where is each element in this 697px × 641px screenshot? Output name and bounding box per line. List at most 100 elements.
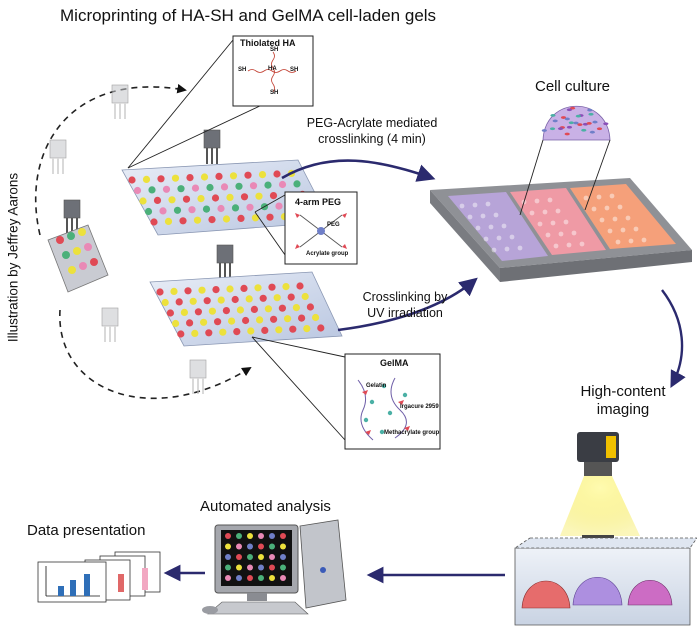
dispenser-icon	[63, 199, 81, 234]
cell	[541, 129, 547, 132]
culture-well	[547, 197, 553, 203]
screen-spot	[280, 554, 286, 560]
culture-well	[633, 226, 639, 232]
cell	[560, 116, 567, 119]
gel-spot	[231, 204, 240, 212]
gel-spot	[226, 285, 234, 293]
screen-spot	[247, 575, 253, 581]
gel-spot	[191, 329, 199, 337]
screen-spot	[225, 533, 231, 539]
cell	[577, 123, 583, 127]
gel-spot	[268, 283, 276, 291]
gel-spot	[186, 319, 194, 327]
screen-spot	[247, 554, 253, 560]
four-arm-peg-title: 4-arm PEG	[295, 197, 342, 207]
gel-spot	[206, 183, 214, 192]
gel-spot	[289, 325, 297, 333]
data-presentation-label: Data presentation	[27, 522, 146, 539]
gel-spot	[317, 324, 325, 332]
thiolated-ha-inset	[232, 35, 314, 107]
culture-well	[553, 243, 559, 249]
cell	[552, 119, 558, 123]
gel-spot	[150, 218, 158, 226]
screen-spot	[269, 554, 275, 560]
gel-spot	[133, 186, 142, 195]
gel-spot	[172, 319, 180, 328]
source-well	[78, 228, 86, 236]
gel-spot	[287, 293, 295, 301]
gel-spot	[157, 175, 165, 183]
culture-well	[625, 215, 631, 221]
cell	[550, 114, 556, 117]
culture-well	[612, 216, 618, 222]
gel-spot	[240, 193, 249, 201]
gel-spot	[208, 216, 216, 224]
screen-spot	[225, 564, 231, 571]
gel-spot	[197, 195, 205, 203]
gel-spot	[261, 326, 269, 334]
screen-spot	[236, 533, 242, 539]
gel-spot	[202, 205, 211, 213]
cell	[586, 121, 592, 125]
gel-spot	[186, 174, 194, 182]
screen-spot	[269, 543, 275, 550]
ha-sh-right: SH	[290, 67, 299, 73]
culture-well	[599, 217, 605, 223]
culture-well	[509, 234, 515, 240]
culture-well	[488, 224, 494, 230]
culture-well	[467, 214, 473, 220]
illustration-credit: Illustration by Jeffrey Aarons	[5, 172, 21, 343]
cell	[557, 127, 564, 131]
ha-sh-bottom: SH	[270, 90, 279, 96]
peg-arrow-label-line1: PEG-Acrylate mediated	[306, 116, 438, 130]
screen-spot	[225, 543, 231, 550]
screen-spot	[236, 543, 242, 550]
gel-spot	[166, 309, 174, 317]
culture-well	[641, 237, 647, 243]
culture-well	[496, 235, 502, 241]
peg-molecule	[295, 213, 347, 249]
culture-well	[563, 219, 569, 225]
dashed-loop-top	[35, 83, 187, 236]
imaging-tank	[513, 537, 697, 626]
ha-sh-left: SH	[238, 67, 247, 73]
gel-spot	[222, 307, 230, 315]
gel-spot	[188, 206, 196, 214]
screen-spot	[225, 575, 231, 581]
gel-spot	[306, 303, 314, 311]
culture-well	[542, 209, 548, 215]
gel-spot	[296, 282, 304, 290]
dispenser-icons	[49, 84, 234, 394]
thiolated-ha-title: Thiolated HA	[240, 38, 296, 48]
gel-spot	[244, 171, 252, 179]
culture-well	[537, 221, 543, 227]
source-well	[67, 232, 75, 240]
gel-spot	[217, 204, 225, 213]
cell	[566, 108, 573, 112]
cell	[573, 121, 579, 125]
culture-well	[504, 246, 510, 252]
gel-spot	[284, 315, 292, 323]
screen-spot	[247, 533, 253, 539]
screen-spot	[258, 575, 264, 581]
peg-arrow-label-line2: crosslinking (4 min)	[318, 132, 426, 146]
culture-well	[620, 227, 626, 233]
gelma-title: GelMA	[380, 358, 409, 368]
gel-spot	[164, 217, 173, 225]
gel-spot	[175, 298, 183, 306]
cell	[603, 122, 609, 126]
gel-spot	[214, 318, 222, 326]
dispenser-icon	[101, 307, 119, 342]
gel-spot	[200, 318, 208, 326]
screen-spot	[258, 564, 264, 571]
gel-spot	[217, 296, 225, 304]
culture-well	[550, 220, 556, 226]
culture-well	[493, 212, 499, 218]
gel-spot	[270, 315, 278, 323]
culture-well	[483, 236, 489, 242]
ha-sh-top: SH	[270, 47, 279, 53]
gel-spot	[245, 295, 253, 303]
culture-well	[529, 210, 535, 216]
culture-plate	[430, 178, 692, 282]
cell	[596, 127, 603, 131]
